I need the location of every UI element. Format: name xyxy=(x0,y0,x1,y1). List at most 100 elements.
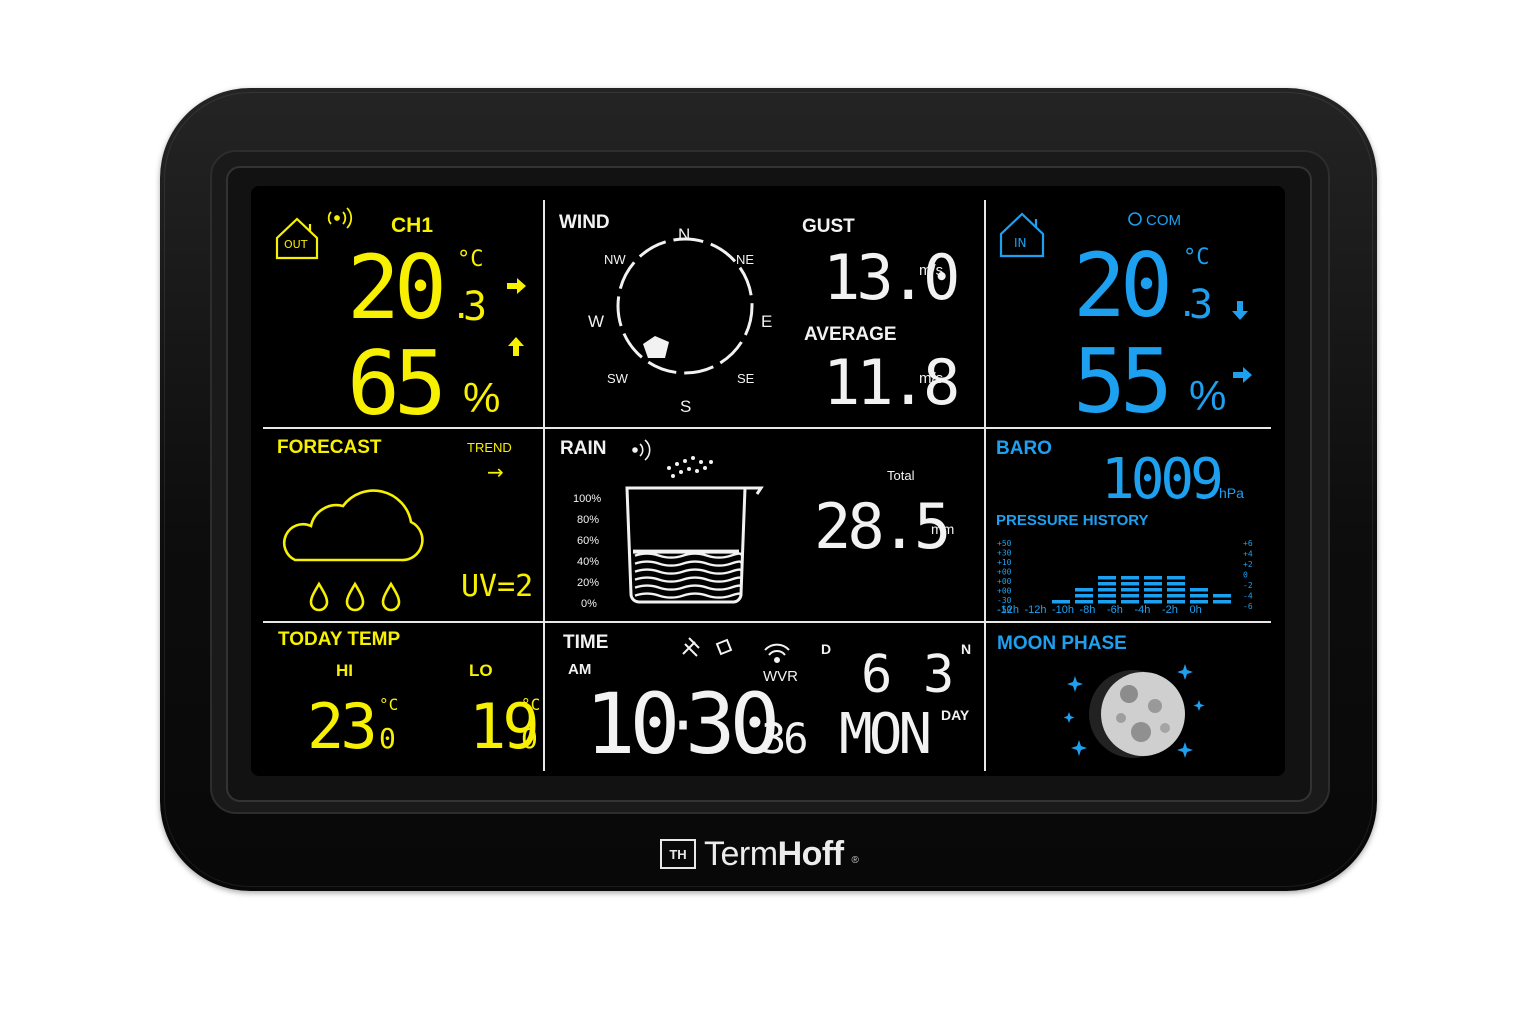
wind-direction-pointer-icon xyxy=(643,336,669,358)
time-title: TIME xyxy=(563,632,608,653)
compass-n: N xyxy=(678,225,690,244)
indoor-panel: COM IN 20 . 3 °C 55 % xyxy=(999,212,1252,433)
forecast-panel: FORECAST TREND → UV=2 xyxy=(277,437,533,612)
forecast-title: FORECAST xyxy=(277,437,382,458)
uv-index: UV=2 xyxy=(461,569,533,604)
trend-arrow-icon: → xyxy=(487,460,504,484)
rain-fill-surface xyxy=(633,549,739,554)
pressure-right-tick: +6 xyxy=(1243,539,1253,548)
outdoor-temp-dec-dot: . xyxy=(451,287,471,327)
pressure-bar-segment xyxy=(1098,588,1116,592)
compass-s: S xyxy=(680,397,691,416)
pressure-left-scale: +50+30+10+00+00+00-30-50 xyxy=(997,539,1012,615)
rain-scale-0: 0% xyxy=(581,598,597,610)
gust-label: GUST xyxy=(802,216,855,237)
indoor-humidity: 55 xyxy=(1073,330,1167,433)
outdoor-channel: CH1 xyxy=(391,214,433,237)
outdoor-signal-icon xyxy=(327,207,353,229)
pressure-bar-segment xyxy=(1121,582,1139,586)
pressure-bar-segment xyxy=(1190,594,1208,598)
outdoor-temp-trend-icon xyxy=(507,278,526,294)
pressure-hour-label: -8h xyxy=(1080,604,1096,616)
rain-wave-line xyxy=(634,576,743,583)
pressure-bar-segment xyxy=(1190,600,1208,604)
brand-name-light: Term xyxy=(704,834,778,873)
stars-icon xyxy=(1063,664,1205,758)
gust-unit: m/s xyxy=(919,262,943,279)
indoor-humidity-trend-icon xyxy=(1233,367,1252,383)
average-label: AVERAGE xyxy=(804,324,897,345)
pressure-bar-segment xyxy=(1098,600,1116,604)
pressure-bar-segment xyxy=(1121,588,1139,592)
rain-total-value: 28.5 xyxy=(814,490,947,563)
pressure-bar-segment xyxy=(1075,594,1093,598)
rain-total-unit: mm xyxy=(931,521,954,537)
baro-title: BARO xyxy=(996,438,1052,459)
today-temp-title: TODAY TEMP xyxy=(278,629,400,650)
average-value: 11.8 xyxy=(823,346,957,419)
indoor-house-icon xyxy=(999,212,1045,258)
pressure-bar-segment xyxy=(1144,576,1162,580)
date-day: 6 xyxy=(861,645,892,705)
pressure-bar-segment xyxy=(1098,576,1116,580)
lo-temp-unit: °C xyxy=(521,695,540,714)
outdoor-house-icon xyxy=(275,217,319,260)
pressure-left-tick: +00 xyxy=(997,577,1012,586)
outdoor-temp-int: 20 xyxy=(347,236,442,339)
pressure-bar-segment xyxy=(1144,582,1162,586)
brand-name: TermHoff xyxy=(704,835,844,874)
time-seconds: 36 xyxy=(761,714,806,763)
compass-nw: NW xyxy=(604,252,626,267)
pressure-hour-label: -2h xyxy=(1162,604,1178,616)
com-label: COM xyxy=(1146,212,1181,229)
pressure-right-tick: -4 xyxy=(1243,592,1253,601)
pressure-right-tick: +2 xyxy=(1243,560,1253,569)
outdoor-panel: OUT CH1 20 . 3 °C 65 % xyxy=(275,207,526,435)
rain-gauge-icon xyxy=(625,486,764,604)
moon-phase-title: MOON PHASE xyxy=(997,633,1127,654)
pressure-bar-segment xyxy=(1190,588,1208,592)
outdoor-temp-dec: 3 xyxy=(463,284,487,330)
time-colon: · xyxy=(665,691,701,761)
outdoor-temp-unit: °C xyxy=(457,247,484,272)
rain-signal-icon xyxy=(632,439,651,461)
date-d-label: D xyxy=(821,641,831,657)
lo-temp-dec: 0 xyxy=(521,722,538,755)
pressure-bar-segment xyxy=(1144,600,1162,604)
rain-cloud-icon xyxy=(282,489,424,612)
pressure-right-tick: -6 xyxy=(1243,602,1253,611)
rain-scale: 100% 80% 60% 40% 20% 0% xyxy=(573,493,601,610)
pressure-left-tick: -50 xyxy=(997,606,1012,615)
brand-name-bold: Hoff xyxy=(777,834,844,873)
ampm-label: AM xyxy=(568,661,591,678)
indoor-temp-dec: 3 xyxy=(1189,282,1213,328)
hi-label: HI xyxy=(336,661,353,680)
time-hours: 10 xyxy=(585,675,676,773)
lo-temp-int: 19 xyxy=(469,690,536,763)
pressure-right-tick: -2 xyxy=(1243,581,1253,590)
indoor-badge: IN xyxy=(1014,236,1027,250)
wind-compass: N NE E SE S SW W NW xyxy=(588,225,772,416)
compass-ne: NE xyxy=(736,252,754,267)
lcd-display: OUT CH1 20 . 3 °C 65 % WIND N NE E SE S … xyxy=(263,200,1271,773)
rain-panel: RAIN 100% 80% 60% 40% 20% 0% Total 28.5 … xyxy=(560,438,954,610)
compass-w: W xyxy=(588,312,604,331)
pressure-hour-label: -12h xyxy=(997,604,1019,616)
pressure-bar-segment xyxy=(1075,588,1093,592)
pressure-left-tick: +30 xyxy=(997,549,1012,558)
compass-e: E xyxy=(761,312,772,331)
rain-drops-icon xyxy=(667,456,713,478)
trend-label: TREND xyxy=(467,440,512,455)
pressure-hour-label: -6h xyxy=(1107,604,1123,616)
pressure-bar-segment xyxy=(1167,600,1185,604)
wind-title: WIND xyxy=(559,212,610,233)
rain-scale-60: 60% xyxy=(577,535,599,547)
indoor-temp-int: 20 xyxy=(1073,234,1168,337)
indoor-temp-trend-icon xyxy=(1232,301,1248,320)
brand-logo: TH TermHoff ® xyxy=(660,834,859,874)
weekday: MON xyxy=(839,702,928,767)
wifi-icon xyxy=(764,643,790,663)
time-minutes: 30 xyxy=(685,675,776,773)
pressure-bar-segment xyxy=(1075,600,1093,604)
